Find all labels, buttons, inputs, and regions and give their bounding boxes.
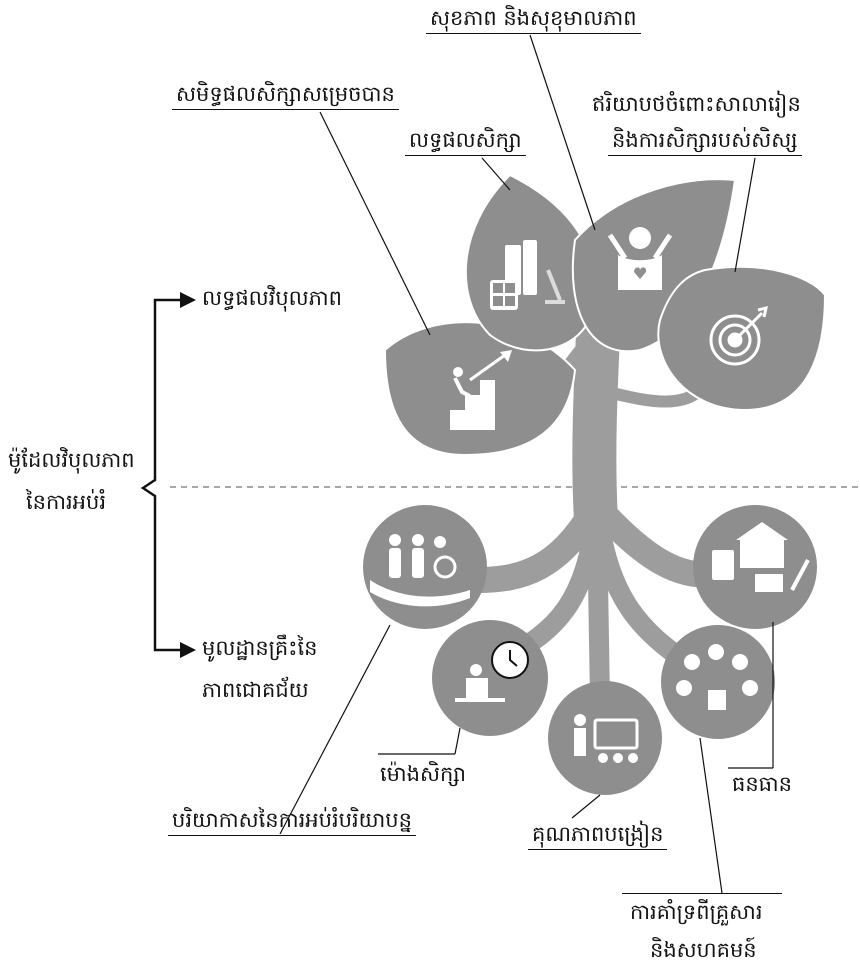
teacher-board-icon [574,714,639,763]
foundations-heading-line1: មូលដ្ឋានគ្រឹះនៃ [202,636,318,660]
model-title-second: នៃការអប់រំ [26,490,106,515]
circle-teaching [548,681,662,795]
label-achievement: សមិទ្ធផលសិក្សាសម្រេចបាន [172,82,399,111]
circle-support [661,625,775,739]
label-environment: បរិយាកាសនៃការអប់រំបរិយាបន្ន [168,808,416,837]
arrow-head-foundations [180,642,196,658]
label-wellbeing: សុខភាព និងសុខុមាលភាព [426,6,641,35]
books-calculator-icon [490,240,565,310]
target-icon [709,305,768,366]
label-attitude-line2: និងការសិក្សារបស់សិស្ស [608,128,802,157]
model-title: ម៉ូដែលវិបុលភាព [8,448,135,473]
label-resources: ធនធាន [732,772,792,796]
leader-lines [279,34,774,894]
label-support-line1: ការគាំទ្រពីគ្រួសារ [630,900,763,924]
foundations-heading-line2: ភាពជោគជ័យ [202,678,309,702]
outcomes-heading: លទ្ធផលវិបុលភាព [202,286,342,310]
inclusive-hand-icon [370,534,470,607]
label-support-line2: និងសហគមន៍ [650,938,757,962]
label-hours: ម៉ោងសិក្សា [380,762,466,786]
label-learning: លទ្ធផលសិក្សា [405,128,526,157]
teacher-clock-icon [455,641,529,702]
arrow-head-outcomes [180,292,196,308]
community-network-icon [676,644,758,710]
circle-hours [432,620,548,736]
model-title-line2: នៃការអប់រំ [26,490,106,514]
support-rule [622,893,782,894]
happy-person-icon [607,227,673,290]
model-bracket [140,298,183,652]
stairs-climber-icon [450,350,512,430]
model-title-line1: ម៉ូដែលវិបុលភាព [8,448,135,472]
label-attitude-line1: ឥរិយាបថចំពោះសាលារៀន [592,92,801,116]
school-resources-icon [712,522,810,592]
label-teaching: គុណភាពបង្រៀន [528,822,668,851]
circle-environment [363,505,487,629]
